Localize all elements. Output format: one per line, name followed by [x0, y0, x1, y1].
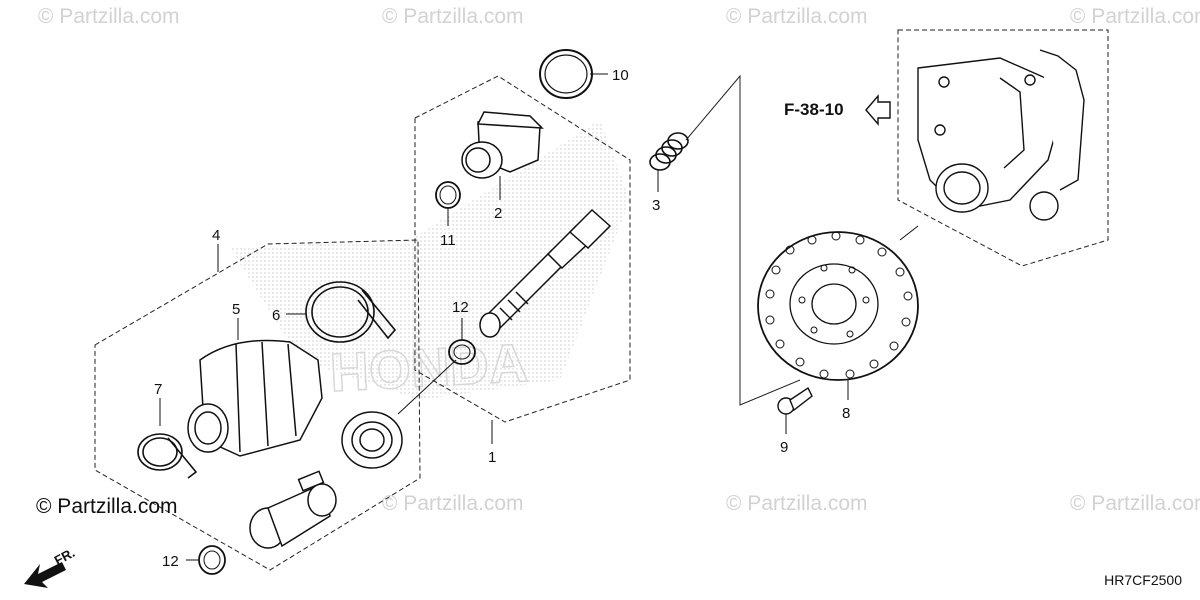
inner-boot-part[interactable] [461, 111, 544, 179]
watermark: © Partzilla.com [726, 5, 868, 28]
callout-3: 3 [652, 197, 660, 214]
callout-4: 4 [212, 227, 220, 244]
reference-label[interactable]: F-38-10 [784, 100, 844, 119]
hub-part[interactable] [917, 49, 1085, 221]
shaft-assembly-outline [414, 75, 631, 423]
ring-part[interactable] [435, 181, 461, 209]
callout-8: 8 [842, 405, 850, 422]
watermark: © Partzilla.com [1070, 492, 1200, 515]
callout-5: 5 [232, 301, 240, 318]
joint-part[interactable] [249, 470, 337, 549]
callout-6: 6 [272, 307, 280, 324]
callout-12: 12 [452, 299, 469, 316]
callout-7: 7 [154, 381, 162, 398]
front-arrow-icon [24, 562, 66, 588]
watermark: © Partzilla.com [1070, 5, 1200, 28]
small-clamp-part[interactable] [137, 433, 198, 479]
watermark: © Partzilla.com [726, 492, 868, 515]
watermark: © Partzilla.com [382, 492, 524, 515]
brake-disc-part[interactable] [757, 231, 919, 381]
ring-part[interactable] [198, 545, 226, 575]
hub-outline [897, 29, 1109, 267]
boot-assembly-outline [94, 239, 421, 571]
watermark: © Partzilla.com [38, 5, 180, 28]
shading-band [230, 120, 630, 400]
leader-lines [159, 73, 919, 561]
spring-part[interactable] [649, 132, 689, 171]
bracket-line [685, 74, 801, 406]
seal-part[interactable] [341, 411, 403, 469]
bolt-part[interactable] [777, 386, 813, 415]
callout-11: 11 [440, 232, 456, 249]
brand-mark: HONDA [328, 333, 529, 403]
diagram-code: HR7CF2500 [1104, 572, 1182, 588]
band-clamp-part[interactable] [305, 281, 397, 343]
callout-10: 10 [612, 67, 629, 84]
callout-12: 12 [162, 553, 179, 570]
callout-9: 9 [780, 439, 788, 456]
o-ring-part[interactable] [539, 49, 593, 99]
outer-boot-part[interactable] [187, 339, 323, 457]
watermark: © Partzilla.com [382, 5, 524, 28]
reference-arrow-icon [865, 94, 891, 126]
copyright-text: © Partzilla.com [36, 495, 178, 518]
callout-1: 1 [488, 449, 496, 466]
drive-shaft-part[interactable] [479, 208, 612, 338]
callout-2: 2 [494, 205, 502, 222]
